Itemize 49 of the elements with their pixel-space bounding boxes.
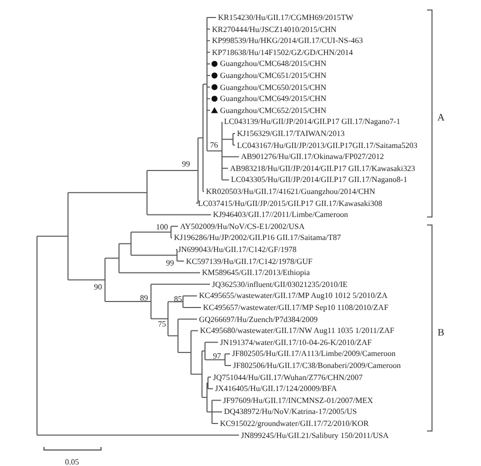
taxon-label: KJ946403/GII.17//2011/Limbe/Cameroon — [213, 210, 348, 220]
bootstrap-value: 89 — [140, 294, 148, 302]
taxon-label: JF802505/Hu/GII.17/A113/Limbe/2009/Cameroon — [232, 349, 396, 358]
taxon-label: JF97609/Hu/GII.17/INCMNSZ-01/2007/MEX — [223, 396, 374, 405]
taxon-label: JN899245/Hu/GII.21/Salibury 150/2011/USA — [241, 430, 389, 440]
taxon-label: LC043167/Hu/GII/JP/2013/GII.P17GII.17/Saitama5203 — [237, 140, 418, 150]
taxon-label: JN699043/Hu/GII.17/C142/GF/1978 — [178, 245, 296, 254]
taxon-label: AB901276/Hu/GII.17/Okinawa/FP027/2012 — [241, 152, 384, 162]
bootstrap-value: 90 — [94, 282, 102, 292]
clade-label: A — [437, 114, 445, 122]
taxon-label: KC495680/wastewater/GII.17/NW Aug11 1035 1/2011/ZAF — [200, 326, 394, 336]
taxon-label: AY502009/Hu/NoV/CS-E1/2002/USA — [180, 222, 305, 231]
taxon-label: KP718638/Hu/14F1502/GZ/GD/CHN/2014 — [212, 48, 353, 57]
taxon-label: KJ156329/GII.17/TAIWAN/2013 — [237, 129, 345, 138]
taxon-label: JQ362530/influent/GII/03021235/2010/IE — [212, 280, 348, 289]
taxon-label: Guangzhou/CMC649/2015/CHN — [220, 94, 326, 104]
taxon-label: LC043139/Hu/GII/JP/2014/GII.P17 GII.17/Nagano7-1 — [224, 117, 400, 126]
taxon-label: KC915022/groundwater/GII.17/72/2010/KOR — [220, 419, 369, 428]
taxon-label: GQ266697/Hu/Zuench/P7d384/2009 — [199, 314, 318, 324]
taxon-label: Guangzhou/CMC648/2015/CHN — [220, 59, 326, 68]
bootstrap-value: 99 — [166, 258, 174, 268]
taxon-label: KP998539/Hu/HKG/2014/GII.17/CUI-NS-463 — [212, 36, 363, 46]
taxon-label: LC037415/Hu/GII/JP/2015/GII.P17 GII.17/Kawasaki308 — [198, 198, 382, 208]
taxon-label: KR154230/Hu/GII.17/CGMH69/2015TW — [218, 13, 354, 22]
taxon-label: JQ751044/Hu/GII.17/Wuhan/Z776/CHN/2007 — [213, 372, 363, 382]
taxon-label: KR020503/Hu/GII.17/41621/Guangzhou/2014/CHN — [206, 187, 376, 196]
taxon-label: JN191374/water/GII.17/10-04-26-K/2010/ZAF — [220, 338, 372, 347]
taxon-label: KC597139/Hu/GII.17/C142/1978/GUF — [186, 256, 312, 266]
taxon-label: JF802506/Hu/GII.17/C38/Bonaberi/2009/Cameroon — [233, 361, 401, 370]
clade-label: B — [438, 328, 444, 338]
bootstrap-value: 100 — [156, 222, 168, 232]
taxon-label: Guangzhou/CMC652/2015/CHN — [220, 106, 326, 115]
taxon-label: Guangzhou/CMC651/2015/CHN — [220, 71, 326, 80]
bootstrap-value: 97 — [213, 352, 221, 360]
taxon-label: LC043305/Hu/GII/JP/2014/GII.P17 GII.17/Nagano8-1 — [231, 175, 408, 184]
taxon-label: AB983218/Hu/GII/JP/2014/GII.P17 GII.17/Kawasaki323 — [230, 164, 416, 173]
taxon-label: DQ438972/Hu/NoV/Katrina-17/2005/US — [224, 407, 357, 416]
taxon-label: KM589645/GII.17/2013/Ethiopia — [202, 268, 310, 278]
taxon-label: KC495657/wastewater/GII.17/MP Sep10 1108/2010/ZAF — [203, 303, 388, 312]
bootstrap-value: 85 — [174, 294, 182, 304]
bootstrap-value: 75 — [158, 320, 166, 328]
scale-label: 0.05 — [65, 458, 79, 466]
taxon-label: KR270444/Hu/JSCZ14010/2015/CHN — [212, 24, 336, 34]
taxon-label: KJ196286/Hu/JP/2002/GII.P16 GII.17/Saitama/T87 — [174, 233, 341, 242]
taxon-label: KC495655/wastewater/GII.17/MP Aug10 1012 5/2010/ZA — [199, 291, 388, 300]
bootstrap-value: 99 — [182, 160, 190, 168]
taxon-label: Guangzhou/CMC650/2015/CHN — [220, 82, 326, 92]
taxon-label: JX416405/Hu/GII.17/124/20009/BFA — [215, 384, 337, 394]
bootstrap-value: 76 — [210, 140, 218, 150]
